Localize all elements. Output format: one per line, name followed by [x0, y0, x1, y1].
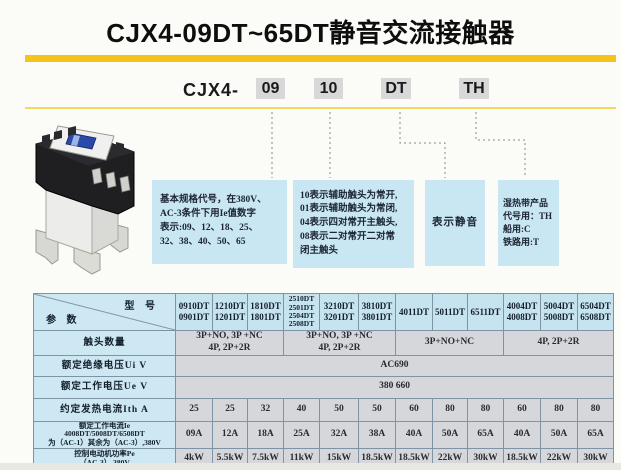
model-header-cell: 3210DT 3201DT	[319, 293, 359, 331]
corner-label-model: 型 号	[124, 301, 159, 312]
value-cell: 32A	[319, 420, 359, 449]
value-cell: AC690	[175, 354, 614, 377]
value-cell: 50A	[432, 420, 468, 449]
value-cell: 60	[395, 397, 433, 422]
model-header-cell: 4011DT	[395, 293, 433, 331]
model-code-segment-env: TH	[459, 78, 489, 99]
value-cell: 38A	[358, 420, 396, 449]
value-cell: 25	[175, 397, 213, 422]
value-cell: 50	[319, 397, 359, 422]
value-cell: 09A	[175, 420, 213, 449]
value-cell: 40A	[503, 420, 541, 449]
value-cell: 18A	[247, 420, 284, 449]
value-cell: 50A	[540, 420, 578, 449]
model-code-segment-aux: 10	[314, 78, 343, 99]
row-label-cell: 触头数量	[33, 330, 176, 356]
row-label-cell: 额定工作电流Ie 4008DT/5008DT/6508DT 为（AC-1）其余为…	[33, 420, 176, 449]
model-header-cell: 6511DT	[467, 293, 504, 331]
model-header-cell: 6504DT 6508DT	[577, 293, 614, 331]
value-cell: 80	[540, 397, 578, 422]
model-header-cell: 2510DT 2501DT 2504DT 2508DT	[283, 293, 320, 331]
value-cell: 50	[358, 397, 396, 422]
model-header-cell: 5011DT	[432, 293, 468, 331]
value-cell: 3P+NO+NC	[395, 330, 504, 356]
row-label-cell: 额定绝缘电压Ui V	[33, 354, 176, 377]
value-cell: 60	[503, 397, 541, 422]
model-header-cell: 1810DT 1801DT	[247, 293, 284, 331]
row-label-cell: 约定发热电流Ith A	[33, 397, 176, 422]
value-cell: 3P+NO, 3P +NC 4P, 2P+2R	[175, 330, 284, 356]
model-code-segment-basic: 09	[256, 78, 285, 99]
model-header-cell: 5004DT 5008DT	[540, 293, 578, 331]
model-header-cell: 1210DT 1201DT	[212, 293, 248, 331]
model-header-cell: 3810DT 3801DT	[358, 293, 396, 331]
contactor-product-image	[35, 125, 135, 275]
page-title: CJX4-09DT~65DT静音交流接触器	[106, 18, 515, 48]
model-code-segment-silent: DT	[381, 78, 411, 99]
value-cell: 40A	[395, 420, 433, 449]
model-header-cell: 0910DT 0901DT	[175, 293, 213, 331]
table-corner-cell: 型 号参 数	[33, 293, 176, 331]
model-header-cell: 4004DT 4008DT	[503, 293, 541, 331]
value-cell: 32	[247, 397, 284, 422]
model-code-prefix: CJX4-	[183, 80, 240, 100]
value-cell: 65A	[467, 420, 504, 449]
row-label-cell: 额定工作电压Ue V	[33, 375, 176, 399]
value-cell: 25A	[283, 420, 320, 449]
value-cell: 4P, 2P+2R	[503, 330, 614, 356]
value-cell: 80	[467, 397, 504, 422]
callout-environment: 湿热带产品 代号用：TH 船用:C 铁路用:T	[498, 180, 559, 266]
model-code-line: CJX4- 09 10 DT TH	[0, 78, 621, 102]
value-cell: 380 660	[175, 375, 614, 399]
value-cell: 25	[212, 397, 248, 422]
value-cell: 12A	[212, 420, 248, 449]
table-row: 额定工作电流Ie 4008DT/5008DT/6508DT 为（AC-1）其余为…	[33, 420, 614, 449]
accent-bar-thin	[25, 107, 616, 109]
callout-aux-contacts: 10表示辅助触头为常开, 01表示辅助触头为常闭, 04表示四对常开主触头, 0…	[293, 180, 414, 268]
callout-silent: 表示静音	[425, 180, 485, 266]
value-cell: 80	[577, 397, 614, 422]
accent-bar-thick	[25, 55, 616, 62]
bottom-strip	[0, 463, 621, 470]
corner-label-param: 参 数	[46, 315, 81, 326]
value-cell: 3P+NO, 3P +NC 4P, 2P+2R	[283, 330, 396, 356]
value-cell: 65A	[577, 420, 614, 449]
value-cell: 80	[432, 397, 468, 422]
value-cell: 40	[283, 397, 320, 422]
callout-basic-spec: 基本规格代号，在380V、 AC-3条件下用Ie值数字 表示:09、12、18、…	[152, 180, 287, 264]
